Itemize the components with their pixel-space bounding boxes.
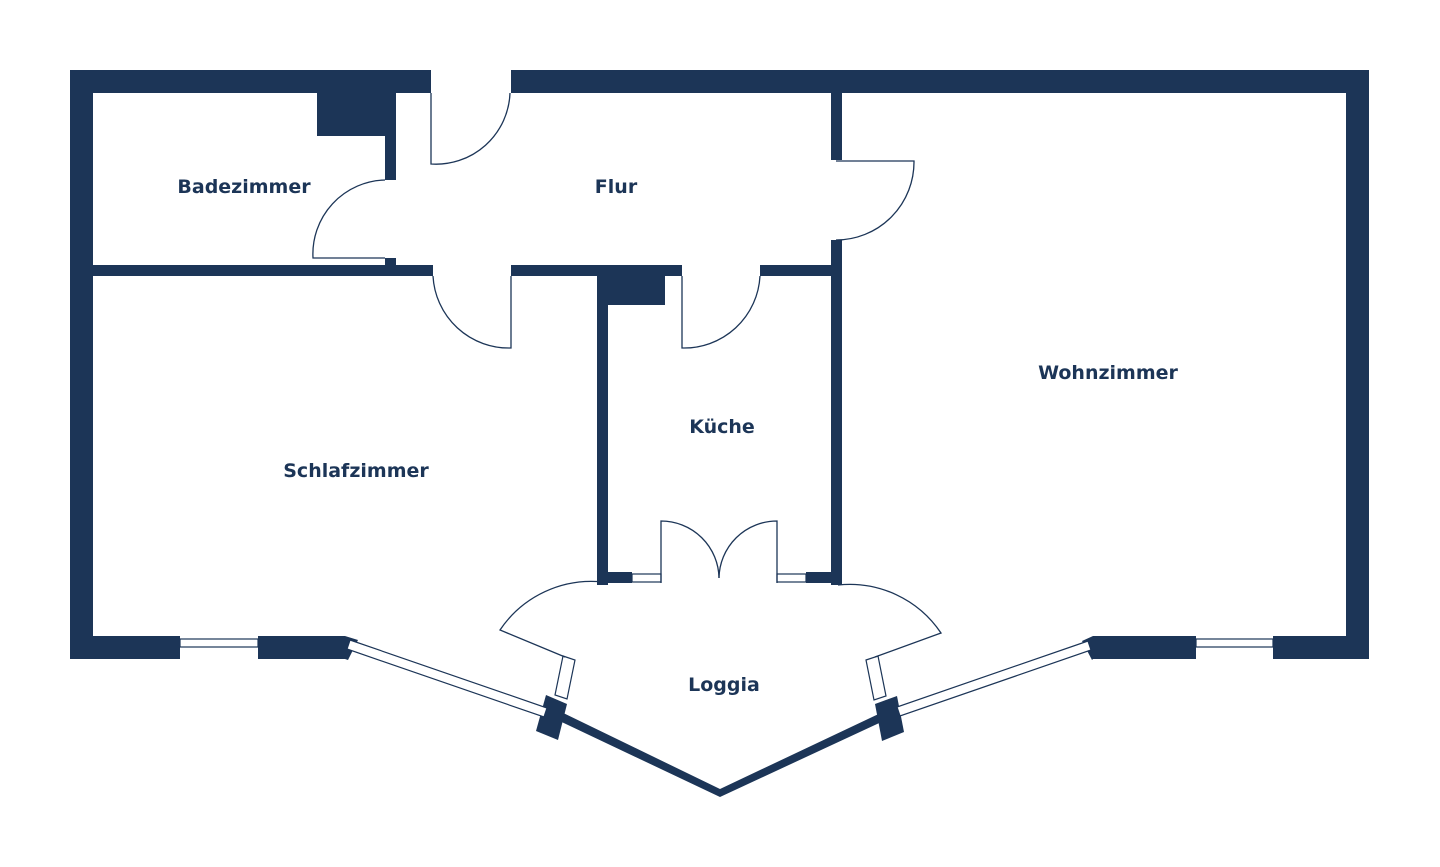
room-label-kueche: Küche [689, 416, 755, 438]
doors [312, 92, 943, 658]
room-label-loggia: Loggia [688, 674, 760, 696]
room-label-badezimmer: Badezimmer [177, 176, 311, 198]
room-label-wohnzimmer: Wohnzimmer [1038, 362, 1178, 384]
windows [179, 573, 1274, 718]
room-label-schlafzimmer: Schlafzimmer [283, 460, 429, 482]
walls [70, 70, 1369, 797]
room-label-flur: Flur [594, 176, 638, 198]
